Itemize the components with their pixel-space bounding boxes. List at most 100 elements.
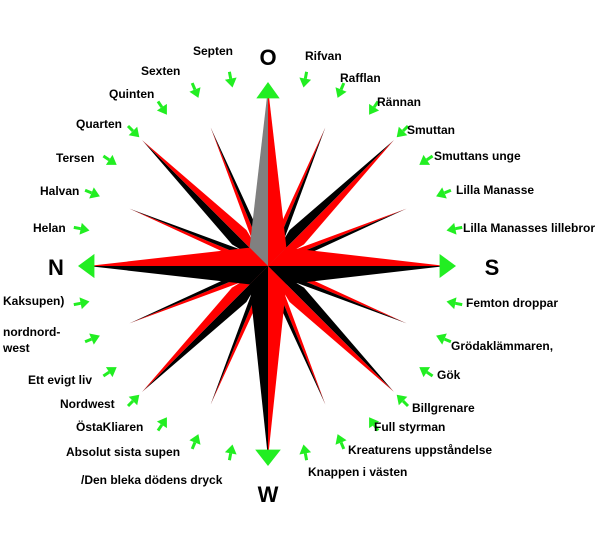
arrow-shaft: [73, 225, 81, 231]
label-smuttans-unge: Smuttans unge: [434, 149, 521, 163]
arrow-head: [436, 187, 447, 199]
arrow-shaft: [425, 154, 434, 162]
direction-arrow-icon: [102, 154, 117, 165]
arrow-head: [299, 77, 312, 88]
cardinal-top: O: [259, 45, 276, 70]
arrow-head: [189, 434, 201, 445]
arrow-shaft: [303, 453, 309, 461]
arrow-shaft: [303, 71, 309, 79]
arrow-head: [156, 103, 167, 115]
arrow-head: [335, 87, 347, 98]
rose-point-minor-right: [129, 266, 268, 324]
direction-arrow-icon: [299, 444, 312, 461]
arrow-shaft: [156, 423, 164, 432]
label-billgrenare: Billgrenare: [412, 401, 475, 415]
label-sexten: Sexten: [141, 64, 180, 78]
arrow-shaft: [339, 441, 346, 450]
rose-point-minor-right: [268, 208, 407, 266]
label-rifvan: Rifvan: [305, 49, 342, 63]
label-quinten: Quinten: [109, 87, 154, 101]
rose-point-inter-right: [268, 140, 394, 266]
direction-arrow-icon: [126, 394, 140, 408]
arrow-shaft: [443, 188, 452, 195]
direction-arrow-icon: [156, 417, 167, 432]
arrow-shaft: [126, 400, 134, 408]
arrow-head: [89, 187, 100, 199]
arrow-head: [156, 417, 167, 429]
arrow-head: [224, 444, 237, 455]
arrow-shaft: [84, 188, 93, 195]
label-full-styrman: Full styrman: [374, 420, 445, 434]
label-rafflan: Rafflan: [340, 71, 381, 85]
label-grodaklammaren: Grödaklämmaren,: [451, 339, 553, 353]
direction-arrow-icon: [73, 297, 90, 310]
arrow-head: [446, 222, 457, 235]
arrow-shaft: [227, 71, 233, 79]
label-gok: Gök: [437, 368, 461, 382]
rose-point-cardinal-left: [249, 88, 268, 266]
direction-arrow-icon: [369, 100, 380, 115]
arrow-shaft: [190, 441, 197, 450]
direction-arrow-icon: [446, 297, 463, 310]
direction-arrow-icon: [224, 71, 237, 88]
arrow-shaft: [102, 154, 111, 162]
direction-arrow-icon: [84, 187, 100, 199]
label-bleka-dodens-dryck: /Den bleka dödens dryck: [81, 473, 223, 487]
arrow-shaft: [102, 370, 111, 378]
direction-arrows: [73, 71, 463, 466]
cardinal-arrow-icon: [78, 253, 95, 279]
label-ostakliaren: ÖstaKliaren: [76, 419, 143, 434]
arrow-head: [419, 367, 431, 378]
label-lilla-manasses-lillebror: Lilla Manasses lillebror: [463, 221, 595, 235]
arrow-head: [79, 297, 90, 310]
rose-point-minor-right: [268, 266, 326, 405]
rose-point-inter-right: [142, 266, 268, 392]
arrow-head: [419, 154, 431, 165]
rose-point-minor-left: [268, 266, 407, 324]
arrow-shaft: [156, 100, 164, 109]
rose-point-minor-right: [210, 127, 268, 267]
rose-point-inter-right: [268, 266, 394, 392]
arrow-head: [128, 394, 140, 406]
arrow-shaft: [402, 124, 410, 132]
rose-point-cardinal-left: [268, 266, 287, 458]
arrow-shaft: [443, 337, 452, 344]
arrow-head: [224, 77, 237, 88]
rose-point-cardinal-right: [268, 88, 287, 266]
arrow-shaft: [455, 301, 463, 307]
cardinal-arrow-icon: [439, 254, 456, 278]
label-tersen: Tersen: [56, 151, 94, 165]
arrow-shaft: [227, 453, 233, 461]
rose-point-cardinal-left: [268, 247, 446, 266]
arrow-head: [335, 434, 347, 445]
label-nordwest: Nordwest: [60, 397, 115, 411]
arrow-head: [396, 126, 408, 138]
direction-arrow-icon: [126, 124, 140, 138]
arrow-head: [446, 297, 457, 310]
label-helan: Helan: [33, 221, 66, 235]
rose-point-cardinal-right: [88, 247, 268, 266]
arrow-shaft: [73, 301, 81, 307]
cardinal-arrow-icon: [256, 82, 280, 99]
label-absolut-sista-supen: Absolut sista supen: [66, 445, 180, 459]
label-halvan: Halvan: [40, 184, 79, 198]
label-quarten: Quarten: [76, 117, 122, 131]
direction-arrow-icon: [102, 367, 117, 378]
direction-arrow-icon: [446, 222, 463, 235]
arrow-head: [128, 126, 140, 138]
direction-arrow-icon: [189, 434, 201, 450]
arrow-shaft: [372, 423, 380, 432]
rose-point-cardinal-right: [249, 266, 268, 458]
direction-arrow-icon: [396, 394, 410, 408]
arrow-shaft: [455, 225, 463, 231]
direction-arrow-icon: [396, 124, 410, 138]
arrow-shaft: [339, 82, 346, 91]
cardinal-arrow-icon: [255, 449, 281, 466]
label-septen: Septen: [193, 44, 233, 58]
arrow-shaft: [372, 100, 380, 109]
arrow-head: [105, 367, 117, 378]
label-ett-evigt-liv: Ett evigt liv: [28, 373, 92, 387]
direction-arrow-icon: [189, 82, 201, 98]
rose-point-cardinal-left: [88, 266, 268, 285]
